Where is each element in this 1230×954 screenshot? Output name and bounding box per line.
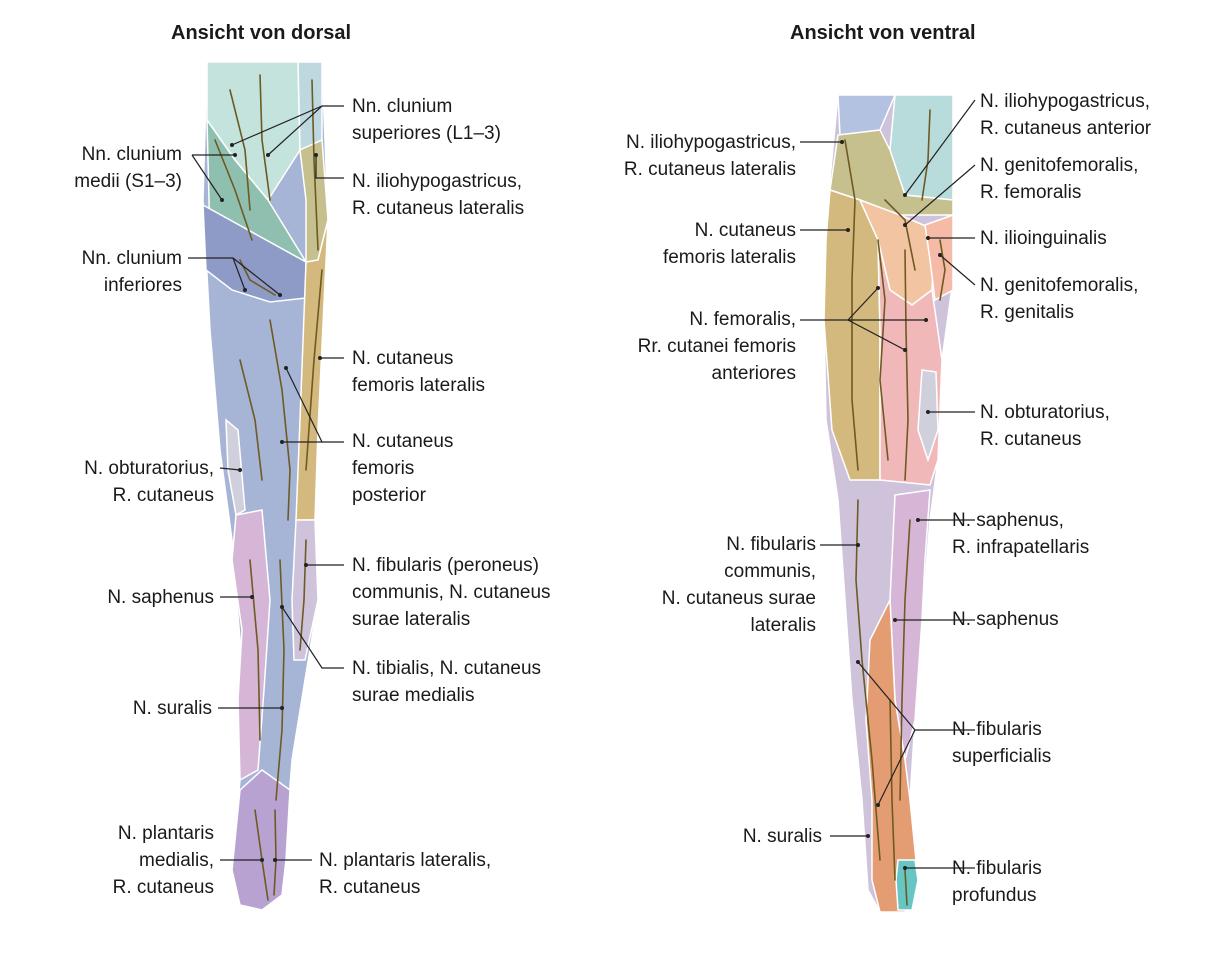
- title-ventral-view: Ansicht von ventral: [790, 22, 976, 44]
- label-dorsal-iliohypogastricus: N. iliohypogastricus, R. cutaneus latera…: [352, 171, 525, 219]
- label-ventral-suralis: N. suralis: [742, 826, 822, 847]
- dorsal-region-plantaris: [231, 769, 291, 911]
- label-dorsal-plantaris-lateralis: N. plantaris lateralis, R. cutaneus: [319, 850, 492, 898]
- dorsal-region-saphenus: [231, 509, 271, 782]
- label-ventral-ilioinguinalis: N. ilioinguinalis: [980, 228, 1107, 249]
- label-ventral-iliohypogastricus-lateralis: N. iliohypogastricus, R. cutaneus latera…: [623, 132, 796, 180]
- label-dorsal-clunium-medii: Nn. clunium medii (S1–3): [74, 144, 182, 192]
- dorsal-leg: [202, 61, 329, 911]
- label-ventral-fibularis-profundus: N. fibularis profundus: [952, 858, 1042, 906]
- ventral-leader-lines: [800, 99, 976, 870]
- label-ventral-cutaneus-femoris-lateralis: N. cutaneus femoris lateralis: [662, 220, 796, 268]
- label-ventral-saphenus: N. saphenus: [952, 609, 1059, 630]
- ventral-region-fibularis-profundus: [895, 859, 919, 911]
- label-dorsal-plantaris-medialis: N. plantaris medialis, R. cutaneus: [112, 823, 214, 898]
- label-ventral-genitofemoralis-genitalis: N. genitofemoralis, R. genitalis: [980, 275, 1139, 323]
- label-dorsal-suralis: N. suralis: [132, 698, 212, 719]
- label-dorsal-saphenus: N. saphenus: [107, 587, 214, 608]
- dorsal-leader-lines: [188, 105, 344, 862]
- dorsal-region-obturatorius: [225, 418, 246, 517]
- ventral-leg: [823, 94, 954, 913]
- title-dorsal-view: Ansicht von dorsal: [171, 22, 352, 44]
- label-ventral-fibularis-communis: N. fibularis communis, N. cutaneus surae…: [661, 534, 816, 636]
- label-ventral-obturatorius: N. obturatorius, R. cutaneus: [980, 402, 1110, 450]
- label-ventral-saphenus-infrapatellaris: N. saphenus, R. infrapatellaris: [952, 510, 1090, 558]
- label-dorsal-obturatorius: N. obturatorius, R. cutaneus: [84, 458, 214, 506]
- label-ventral-iliohypogastricus-anterior: N. iliohypogastricus, R. cutaneus anteri…: [980, 91, 1152, 139]
- label-dorsal-fibularis-communis: N. fibularis (peroneus) communis, N. cut…: [352, 555, 551, 630]
- label-dorsal-tibialis: N. tibialis, N. cutaneus surae medialis: [352, 658, 542, 706]
- label-dorsal-cutaneus-femoris-lateralis: N. cutaneus femoris lateralis: [352, 348, 486, 396]
- label-ventral-fibularis-superficialis: N. fibularis superficialis: [952, 719, 1052, 767]
- label-dorsal-clunium-inferiores: Nn. clunium inferiores: [81, 248, 182, 296]
- label-dorsal-clunium-superiores: Nn. clunium superiores (L1–3): [352, 96, 501, 144]
- label-ventral-genitofemoralis-femoralis: N. genitofemoralis, R. femoralis: [980, 155, 1139, 203]
- label-dorsal-cutaneus-femoris-posterior: N. cutaneus femoris posterior: [352, 431, 454, 506]
- label-ventral-femoralis: N. femoralis, Rr. cutanei femoris anteri…: [637, 309, 796, 384]
- ventral-region-ilioinguinalis: [924, 213, 954, 302]
- ventral-region-obturatorius: [917, 369, 939, 463]
